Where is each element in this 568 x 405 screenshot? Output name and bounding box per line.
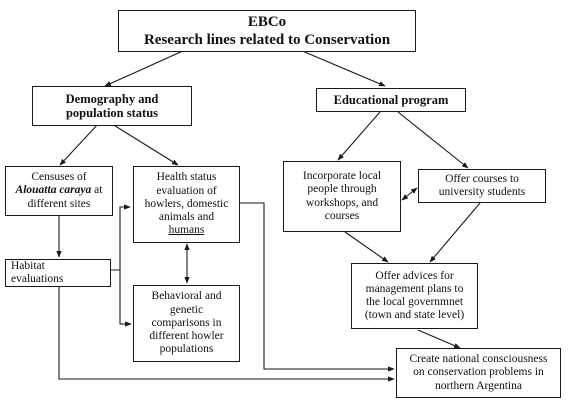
censuses-species: Alouatta caraya [15,184,92,197]
censuses-at: at [91,184,103,197]
consciousness-box: Create national consciousness on conserv… [396,348,561,398]
censuses-line1: Censuses of [31,171,87,184]
offer-advices-box: Offer advices for management plans to th… [351,263,478,329]
health-line2: evaluation of [156,184,217,197]
behavioral-line4: different howler [149,330,224,343]
consciousness-line1: Create national consciousness [409,353,548,366]
behavioral-box: Behavioral and genetic comparisons in di… [133,285,240,362]
habitat-line2: evaluations [11,273,64,285]
education-box: Educational program [316,88,466,112]
health-status-box: Health status evaluation of howlers, dom… [133,166,240,243]
advices-line4: (town and state level) [364,309,465,322]
arrow-demography-to-censuses [59,123,99,166]
habitat-line1: Habitat [11,259,45,272]
health-line4: animals and [158,211,215,224]
advices-line3: the local governmnet [365,296,464,308]
arrow-education-to-incorporate [337,111,381,161]
incorporate-box: Incorporate local people through worksho… [283,161,401,232]
advices-line1: Offer advices for [375,269,454,282]
arrow-root-to-demography [104,49,186,87]
arrow-root-to-education [299,49,386,87]
arrow-education-to-offer-courses [397,111,469,169]
offer-courses-line2: university students [438,186,526,198]
arrow-demography-to-health [111,123,179,166]
behavioral-line5: populations [159,343,214,356]
arrow-habitat-to-behavioral [119,270,130,325]
behavioral-line1: Behavioral and [151,290,222,303]
arrow-incorporate-to-advices [344,231,389,263]
line-habitat-to-consciousness [58,286,395,382]
arrow-habitat-to-health [110,204,131,271]
censuses-box: Censuses of Alouatta caraya at different… [5,166,113,216]
behavioral-line3: comparisons in [151,316,222,329]
incorporate-line4: courses [324,209,360,222]
incorporate-line2: people through [307,183,377,196]
demography-line1: Demography and [65,91,159,106]
health-line3: howlers, domestic [144,197,229,210]
censuses-line2: Alouatta caraya at [16,184,103,197]
habitat-box: Habitat evaluations [5,259,111,287]
incorporate-line3: workshops, and [305,196,379,209]
arrow-advices-to-consciousness [417,329,461,349]
arrow-incorporate-offer-bidirectional [401,187,418,201]
line-health-to-consciousness [240,202,395,372]
behavioral-line2: genetic [169,303,204,316]
advices-line2: management plans to [365,282,464,295]
education-label: Educational program [333,92,449,107]
offer-courses-box: Offer courses to university students [418,169,546,203]
censuses-line3: different sites [27,197,91,210]
root-title: EBCo [247,14,287,30]
root-subtitle: Research lines related to Conservation [143,32,391,48]
demography-line2: population status [65,106,159,120]
demography-box: Demography and population status [32,86,192,126]
incorporate-line1: Incorporate local [302,170,382,183]
health-line1: Health status [156,171,217,184]
arrow-offer-courses-to-advices [429,202,481,263]
consciousness-line2: on conservation problems in [413,366,544,379]
root-ebco-box: EBCo Research lines related to Conservat… [118,10,416,52]
consciousness-line3: northern Argentina [435,379,522,392]
offer-courses-line1: Offer courses to [445,172,519,185]
health-line5: humans [168,224,205,237]
